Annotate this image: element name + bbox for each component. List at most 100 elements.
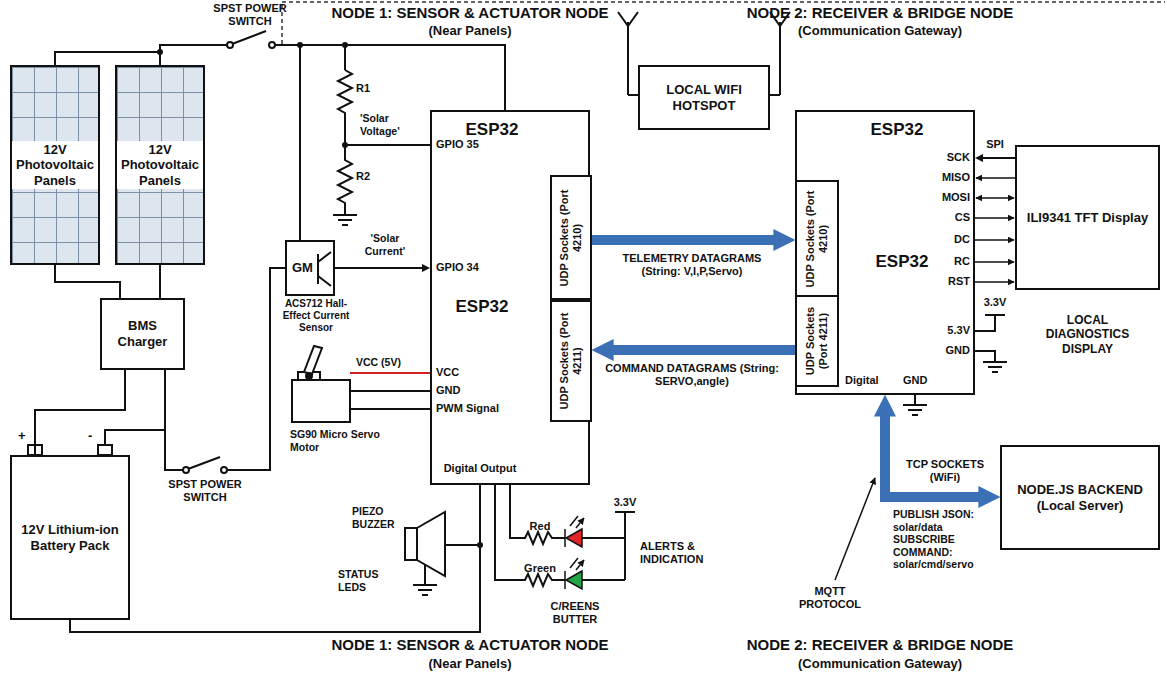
ground-symbol — [333, 215, 357, 225]
spi-wire — [975, 261, 1014, 263]
wire-connector — [55, 265, 120, 298]
signal-label: PIEZO BUZZER — [352, 505, 402, 530]
signal-label: GPIO 35 — [436, 138, 479, 151]
node-text: LOCAL WIFI HOTSPOT — [640, 82, 768, 113]
section-heading: (Communication Gateway) — [798, 656, 962, 672]
mcu-box: ESP32ESP32UDP Sockets (Port 4210)UDP Soc… — [430, 110, 590, 485]
connector-label: TCP SOCKETS (WiFi) — [896, 458, 995, 484]
battery-box: 12V Lithium-ion Battery Pack — [10, 455, 130, 620]
supply-symbol — [975, 315, 1005, 331]
node-text: 12V Lithium-ion Battery Pack — [12, 522, 128, 553]
led-circuit — [582, 512, 635, 580]
junction-dot — [297, 42, 303, 48]
switch-symbol — [221, 467, 227, 473]
section-heading: (Near Panels) — [428, 23, 511, 39]
leader-line — [835, 478, 875, 580]
spi-wire — [975, 281, 1014, 283]
node-text: ESP32 — [447, 297, 517, 317]
signal-label: PUBLISH JSON: solar/data SUBSCRIBE COMMA… — [893, 508, 995, 571]
node-text: BMS Charger — [102, 318, 183, 349]
switch-symbol — [269, 42, 275, 48]
signal-label: 3.3V — [614, 496, 637, 509]
switch-symbol — [232, 31, 266, 44]
signal-label: DC — [954, 233, 970, 246]
led-circuit — [510, 485, 565, 544]
servo-wire — [350, 390, 430, 392]
node-text: NODE.JS BACKEND (Local Server) — [1002, 482, 1158, 513]
junction-dot — [342, 42, 348, 48]
signal-label: GND — [903, 374, 927, 387]
switch-symbol — [188, 457, 220, 469]
connector-label: COMMAND DATAGRAMS (String: SERVO,angle) — [603, 362, 782, 388]
server-box: NODE.JS BACKEND (Local Server) — [1000, 445, 1160, 550]
ground-symbol — [903, 395, 927, 415]
signal-label: SCK — [947, 151, 970, 164]
node-text: ESP32 — [857, 120, 937, 140]
node-text: ACS712 Hall-Effect Current Sensor — [279, 298, 353, 334]
section-heading: - — [88, 428, 92, 444]
antenna-symbol — [618, 12, 638, 95]
signal-label: Digital Output — [444, 462, 517, 475]
led-symbol — [564, 571, 566, 589]
wire-connector — [981, 157, 1015, 159]
power-wire — [275, 45, 505, 110]
node-text: UDP Sockets (Port 4210) — [558, 180, 584, 295]
wire-connector — [335, 267, 424, 269]
power-wire — [55, 52, 160, 65]
signal-label: ALERTS & INDICATION — [640, 540, 735, 566]
signal-label: 3.3V — [984, 296, 1007, 309]
section-heading: NODE 1: SENSOR & ACTUATOR NODE — [331, 4, 608, 22]
data-flow-arrow — [607, 345, 795, 355]
signal-label: 'Solar Voltage' — [360, 112, 426, 137]
signal-label: SG90 Micro Servo Motor — [290, 428, 395, 453]
node-text: ESP32 — [452, 120, 532, 140]
charger-box: BMS Charger — [100, 298, 185, 370]
outline: GM — [285, 240, 335, 296]
signal-label: MISO — [942, 171, 970, 184]
region-border — [282, 2, 1165, 44]
buzzer-symbol — [405, 485, 480, 576]
signal-label: Green — [524, 562, 556, 575]
power-wire — [227, 268, 285, 470]
section-heading: + — [18, 428, 26, 444]
connector-label: 'Solar Current' — [352, 232, 418, 257]
signal-label: MQTT PROTOCOL — [783, 585, 878, 611]
signal-label: VCC — [436, 366, 459, 379]
wire-connector — [159, 265, 161, 298]
node-text: UDP Sockets (Port 4210) — [804, 185, 830, 292]
section-heading: NODE 2: RECEIVER & BRIDGE NODE — [747, 636, 1014, 654]
signal-label: GND — [946, 344, 970, 357]
supply-symbol — [975, 315, 1005, 331]
outline: ILI9341 TFT Display — [1015, 145, 1160, 290]
led-symbol — [564, 529, 566, 547]
node-text: GM — [292, 260, 313, 276]
servo-wire — [350, 408, 430, 410]
region-border — [282, 2, 1165, 44]
led-symbol — [570, 516, 584, 528]
hotspot-box: LOCAL WIFI HOTSPOT — [638, 65, 770, 130]
section-heading: (Near Panels) — [428, 656, 511, 672]
signal-label: CS — [955, 211, 970, 224]
node-text: ILI9341 TFT Display — [1027, 210, 1148, 226]
node-text: ESP32 — [867, 252, 937, 272]
solar-panel: 12V Photovoltaic Panels — [115, 65, 205, 265]
servo-symbol — [304, 346, 322, 374]
node-text: UDP Sockets (Port 4211) — [804, 300, 830, 382]
signal-label: SPST POWER SWITCH — [165, 478, 245, 504]
signal-label: Digital — [845, 374, 879, 387]
sensor-symbol — [318, 252, 331, 286]
spi-wire — [976, 177, 1015, 179]
power-wire — [165, 370, 183, 470]
wire-connector — [35, 370, 125, 455]
signal-label: 5.3V — [947, 324, 970, 337]
socket-box: UDP Sockets (Port 4210) — [550, 175, 592, 300]
junction-dot — [157, 49, 163, 55]
led-symbol — [570, 558, 584, 570]
signal-label: C/REENS BUTTER — [530, 600, 620, 626]
socket-box: UDP Sockets (Port 4210) — [795, 180, 839, 297]
node-text: 12V Photovoltaic Panels — [117, 141, 203, 190]
signal-label: MOSI — [942, 191, 970, 204]
antenna-symbol — [770, 12, 790, 95]
resistor-symbol — [345, 144, 430, 146]
led-symbol — [566, 571, 582, 589]
